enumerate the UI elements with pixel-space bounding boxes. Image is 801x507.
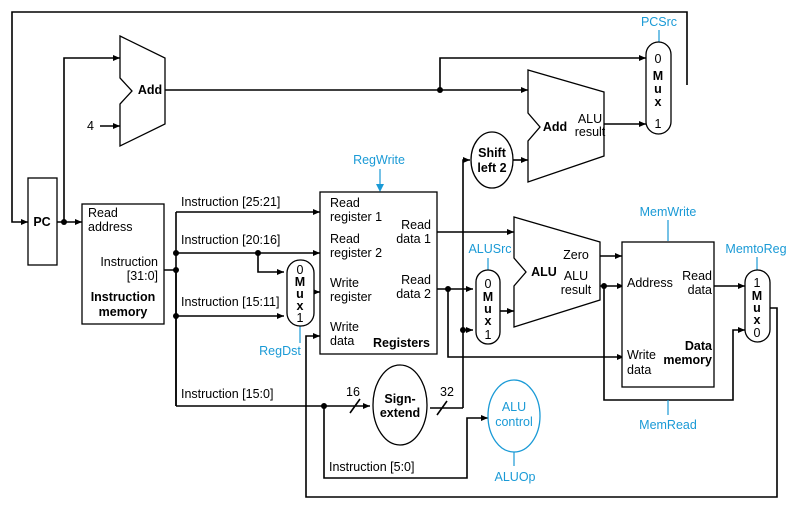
mux-regdst: 0 M u x 1	[286, 259, 315, 327]
signal-memread: MemRead	[639, 418, 697, 432]
control-wires	[299, 30, 758, 466]
diagram-label: register	[330, 290, 372, 304]
alu: ALU Zero ALU result	[513, 216, 601, 328]
control-signal-labels: PCSrc RegWrite ALUSrc MemWrite MemtoReg …	[259, 15, 786, 484]
diagram-label: ALU	[502, 400, 526, 414]
instruction-memory: Read address Instruction [31:0] Instruct…	[81, 203, 165, 325]
diagram-label: memory	[99, 305, 148, 319]
mux-memtoreg: 1 M u x 0	[744, 269, 771, 343]
diagram-label: data 1	[396, 232, 431, 246]
diagram-label: 0	[754, 326, 761, 340]
diagram-label: register 2	[330, 246, 382, 260]
diagram-label: Registers	[373, 336, 430, 350]
diagram-label: register 1	[330, 210, 382, 224]
diagram-label: x	[754, 313, 761, 327]
program-counter: PC	[27, 177, 58, 266]
diagram-label: 1	[655, 117, 662, 131]
sign-extend-output-width: 32	[440, 385, 454, 399]
signal-memwrite: MemWrite	[640, 205, 697, 219]
diagram-label: Read	[330, 196, 360, 210]
diagram-label: 1	[485, 328, 492, 342]
diagram-label: data	[688, 283, 712, 297]
diagram-label: x	[655, 95, 662, 109]
signal-aluop: ALUOp	[495, 470, 536, 484]
diagram-label: result	[575, 125, 606, 139]
diagram-label: ALU	[564, 269, 588, 283]
signal-regwrite: RegWrite	[353, 153, 405, 167]
diagram-label: data 2	[396, 287, 431, 301]
diagram-label: M	[295, 275, 305, 289]
signal-pcsrc: PCSrc	[641, 15, 677, 29]
diagram-label: u	[484, 302, 492, 316]
diagram-label: Instruction	[91, 290, 156, 304]
diagram-label: Read	[401, 218, 431, 232]
register-file: Read register 1 Read register 2 Write re…	[319, 191, 438, 355]
diagram-label: ALU	[578, 112, 602, 126]
diagram-label: Read	[682, 269, 712, 283]
diagram-label: Read	[88, 206, 118, 220]
diagram-label: data	[330, 334, 354, 348]
pc-label: PC	[33, 215, 50, 229]
diagram-label: extend	[380, 406, 420, 420]
field-15-11: Instruction [15:11]	[181, 295, 279, 309]
wire-pc-next	[11, 11, 688, 223]
diagram-label: Add	[543, 120, 567, 134]
diagram-label: Zero	[563, 248, 589, 262]
pc-adder-label: Add	[138, 83, 162, 97]
diagram-label: 0	[655, 52, 662, 66]
pc-adder: Add	[119, 34, 166, 148]
diagram-label: Instruction	[100, 255, 158, 269]
field-25-21: Instruction [25:21]	[181, 195, 280, 209]
diagram-label: M	[653, 69, 663, 83]
diagram-label: Write	[330, 276, 359, 290]
diagram-label: Data	[685, 339, 713, 353]
diagram-label: u	[654, 82, 662, 96]
wire-arrowheads	[21, 55, 745, 421]
constant-four: 4	[87, 119, 94, 133]
field-20-16: Instruction [20:16]	[181, 233, 280, 247]
diagram-label: address	[88, 220, 132, 234]
diagram-label: M	[752, 289, 762, 303]
sign-extend: Sign- extend	[372, 364, 428, 446]
diagram-label: 0	[485, 277, 492, 291]
sign-extend-input-width: 16	[346, 385, 360, 399]
instruction-field-labels: Instruction [25:21] Instruction [20:16] …	[181, 195, 414, 474]
diagram-label: [31:0]	[127, 269, 158, 283]
branch-adder: Add ALU result	[527, 69, 606, 183]
diagram-label: x	[485, 314, 492, 328]
diagram-label: result	[561, 283, 592, 297]
diagram-label: Write	[330, 320, 359, 334]
diagram-label: 0	[297, 263, 304, 277]
diagram-label: 1	[754, 276, 761, 290]
alu-control: ALU control	[487, 379, 541, 453]
diagram-label: x	[297, 299, 304, 313]
mux-alusrc: 0 M u x 1	[475, 269, 501, 345]
diagram-label: left 2	[477, 161, 506, 175]
data-memory: Address Read data Write data Data memory	[621, 241, 715, 388]
diagram-label: memory	[663, 353, 712, 367]
diagram-label: M	[483, 290, 493, 304]
diagram-label: u	[296, 287, 304, 301]
diagram-label: control	[495, 415, 533, 429]
field-15-0: Instruction [15:0]	[181, 387, 273, 401]
diagram-label: Read	[330, 232, 360, 246]
diagram-label: data	[627, 363, 651, 377]
mux-pcsrc: 0 M u x 1	[645, 41, 672, 135]
diagram-label: Address	[627, 276, 673, 290]
diagram-label: Read	[401, 273, 431, 287]
diagram-label: Write	[627, 348, 656, 362]
shift-left-2: Shift left 2	[470, 131, 514, 189]
field-5-0: Instruction [5:0]	[329, 460, 414, 474]
wire-junctions	[61, 87, 607, 409]
signal-regdst: RegDst	[259, 344, 301, 358]
diagram-label: u	[753, 301, 761, 315]
signal-alusrc: ALUSrc	[468, 242, 511, 256]
diagram-label: 1	[297, 311, 304, 325]
diagram-label: Sign-	[384, 392, 415, 406]
diagram-label: Shift	[478, 146, 507, 160]
signal-memtoreg: MemtoReg	[725, 242, 786, 256]
diagram-label: ALU	[531, 265, 557, 279]
